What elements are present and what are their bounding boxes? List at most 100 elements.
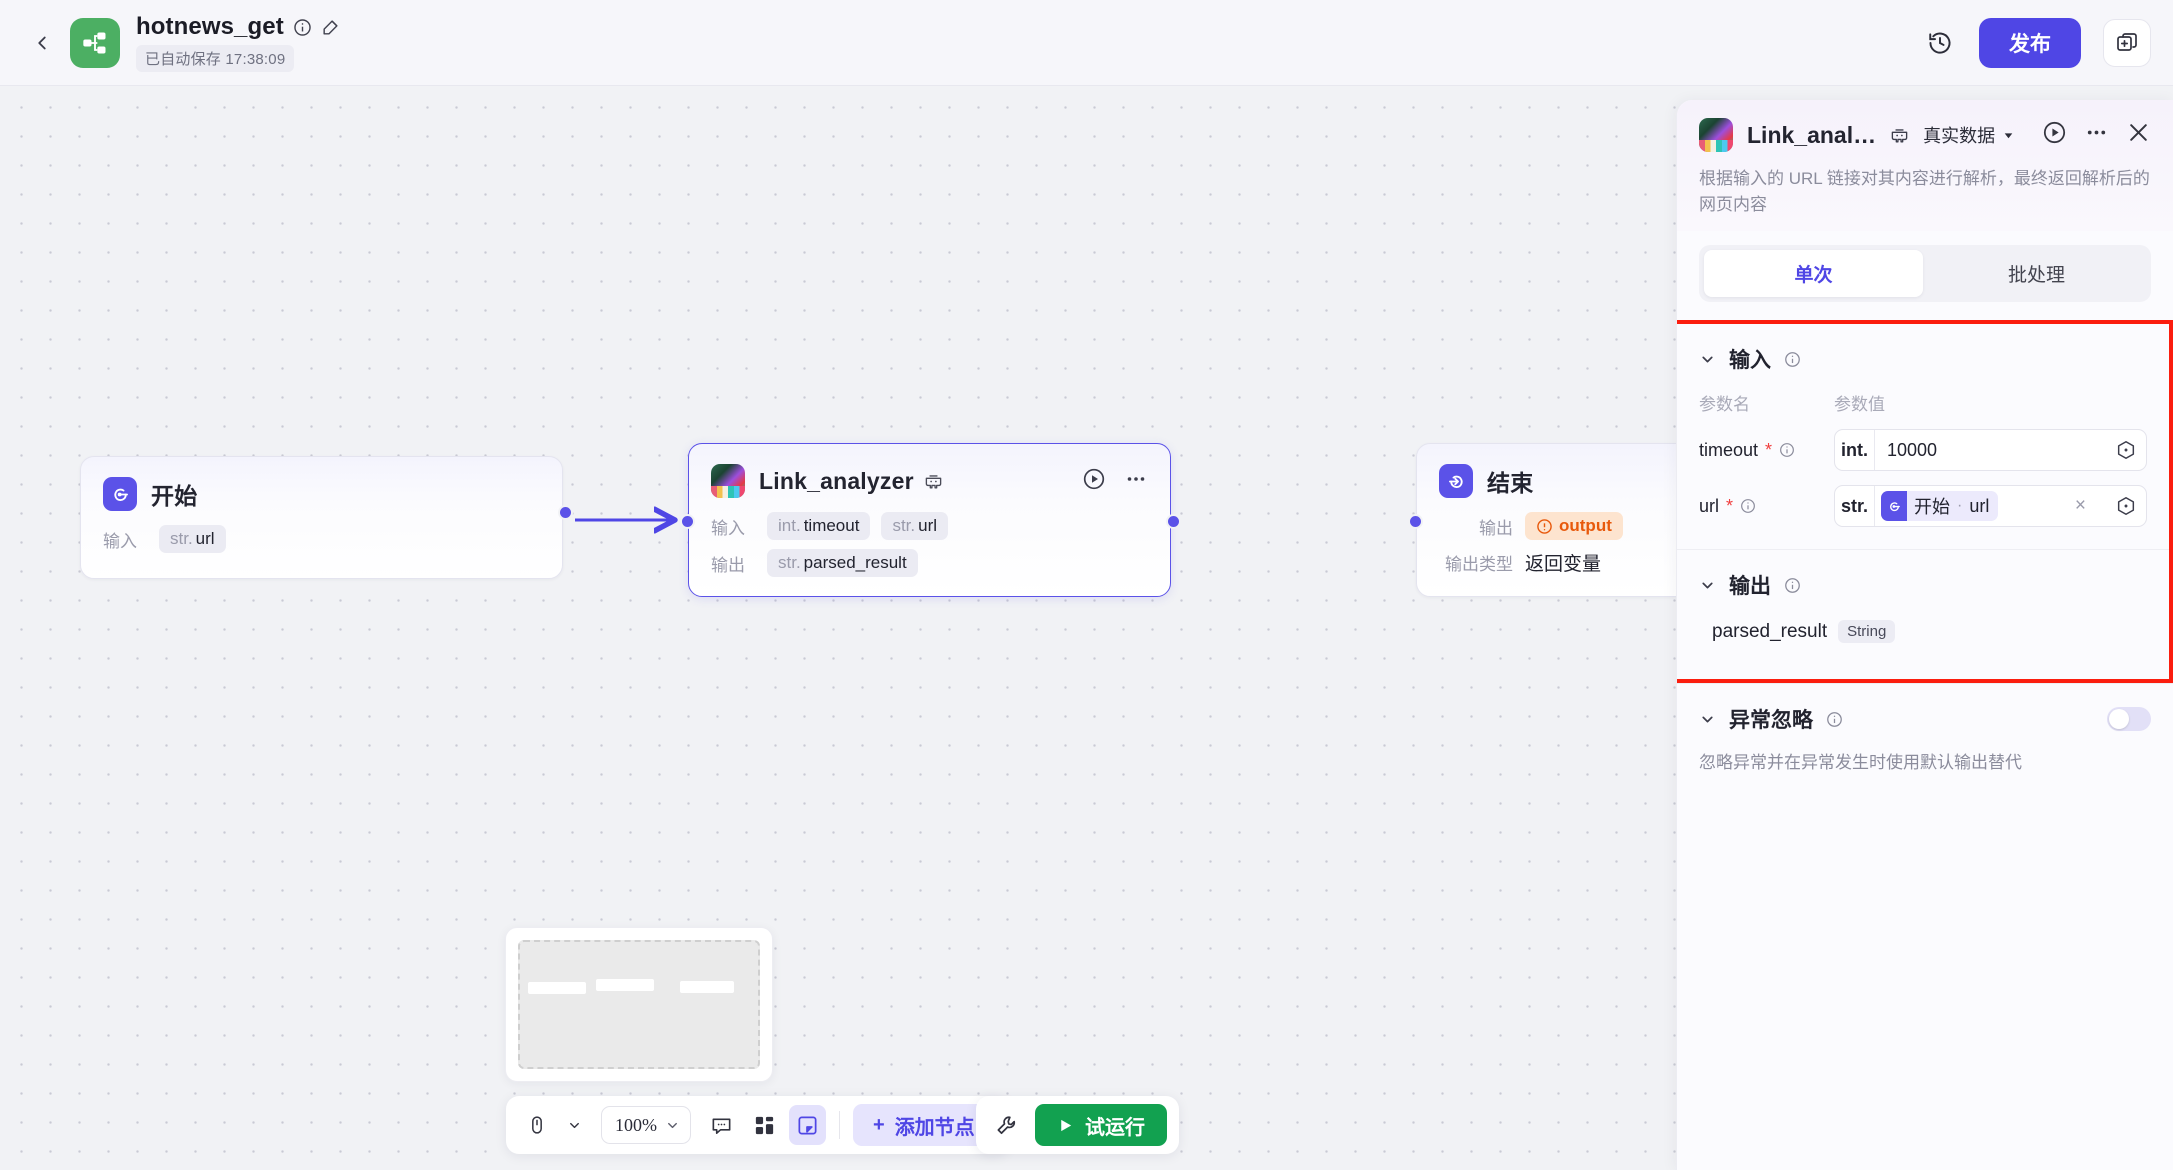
start-node-icon [1881, 491, 1907, 521]
param-field-url[interactable]: str. 开始 · url [1834, 485, 2147, 527]
node-analyzer-actions [1082, 467, 1148, 496]
clear-value-icon[interactable]: × [2074, 495, 2086, 516]
link-analyzer-plugin-icon [711, 464, 745, 498]
output-section: 输出 parsed_result String [1677, 549, 2169, 679]
input-section: 输入 参数名 参数值 timeout* [1677, 324, 2169, 549]
reference-pill-start-url[interactable]: 开始 · url [1881, 491, 1999, 521]
param-name-timeout: timeout* [1699, 440, 1834, 461]
plus-icon: + [873, 1113, 885, 1136]
node-start-chip-url: str.url [159, 525, 226, 553]
param-type-url: str. [1835, 486, 1875, 526]
output-field-name: parsed_result [1712, 620, 1828, 642]
node-end-input-port[interactable] [1408, 514, 1423, 529]
minimap-viewport [518, 940, 760, 1069]
chip-name: url [918, 516, 938, 535]
param-type-timeout: int. [1835, 430, 1875, 470]
wrench-icon[interactable] [988, 1105, 1025, 1145]
canvas-minimap[interactable] [505, 927, 773, 1082]
back-button[interactable] [22, 23, 62, 63]
node-end-output-row: 输出 output [1439, 512, 1793, 540]
test-run-button[interactable]: 试运行 [1035, 1104, 1167, 1146]
node-analyzer-title: Link_analyzer [759, 467, 914, 494]
info-circle-icon[interactable] [1779, 442, 1795, 458]
more-horizontal-icon[interactable] [2084, 120, 2109, 150]
panel-title: Link_anal… [1747, 121, 1877, 148]
exception-section-title: 异常忽略 [1729, 709, 1813, 732]
plugin-badge-icon [924, 472, 943, 491]
node-end-type-row: 输出类型 返回变量 [1439, 549, 1793, 576]
edit-pencil-icon[interactable] [321, 18, 340, 37]
node-link-analyzer[interactable]: Link_analyzer 输入 int.timeou [680, 443, 1181, 597]
add-frame-icon[interactable] [789, 1105, 826, 1145]
node-end-header: 结束 [1417, 444, 1815, 498]
chip-type: str. [170, 529, 193, 548]
node-analyzer-output-port[interactable] [1166, 514, 1181, 529]
node-analyzer-body: 输入 int.timeout str.url 输出 str.parsed_res… [689, 498, 1170, 597]
node-end-title: 结束 [1487, 470, 1534, 496]
node-start[interactable]: 开始 输入 str.url [80, 456, 573, 579]
node-start-output-port[interactable] [558, 505, 573, 520]
set-value-hexagon-icon[interactable] [2106, 439, 2146, 461]
add-node-button[interactable]: + 添加节点 [853, 1104, 995, 1146]
node-analyzer-input-port[interactable] [680, 514, 695, 529]
warn-chip-label: output [1559, 516, 1612, 535]
node-analyzer-output-row: 输出 str.parsed_result [711, 549, 1148, 577]
output-field-row: parsed_result String [1699, 620, 2147, 643]
tab-single-run[interactable]: 单次 [1704, 250, 1923, 297]
chevron-down-icon[interactable] [1699, 711, 1716, 728]
history-clock-icon[interactable] [1923, 26, 1957, 60]
node-end-output-label: 输出 [1479, 518, 1513, 538]
link-analyzer-plugin-icon [1699, 118, 1733, 152]
ref-node-name: 开始 [1914, 497, 1950, 517]
comment-icon[interactable] [703, 1105, 740, 1145]
param-value-timeout[interactable]: 10000 [1887, 439, 1938, 460]
end-node-icon [1439, 464, 1473, 498]
exception-ignore-toggle[interactable] [2107, 707, 2151, 731]
chevron-down-icon [570, 1122, 579, 1128]
output-section-title: 输出 [1729, 575, 1771, 598]
input-section-title: 输入 [1729, 349, 1771, 372]
duplicate-panel-icon[interactable] [2103, 18, 2151, 67]
canvas-toolbar: 100% + 添加节点 [506, 1096, 1009, 1154]
node-analyzer-chip-timeout: int.timeout [767, 512, 871, 540]
toolbar-divider [839, 1111, 840, 1139]
close-x-icon[interactable] [2126, 120, 2151, 150]
cursor-dropdown-caret[interactable] [560, 1105, 589, 1145]
autosave-status: 已自动保存 17:38:09 [136, 45, 295, 72]
workflow-logo-icon [70, 17, 120, 68]
tab-batch[interactable]: 批处理 [2007, 265, 2065, 286]
output-section-header[interactable]: 输出 [1699, 570, 2147, 600]
param-field-timeout[interactable]: int. 10000 [1834, 429, 2147, 471]
info-circle-icon[interactable] [1784, 351, 1801, 368]
info-circle-icon[interactable] [1740, 498, 1756, 514]
node-analyzer-chip-parsed-result: str.parsed_result [767, 549, 918, 577]
data-mode-label: 真实数据 [1923, 126, 1996, 146]
exception-section-description: 忽略异常并在异常发生时使用默认输出替代 [1699, 753, 2022, 772]
more-horizontal-icon[interactable] [1124, 467, 1148, 496]
panel-tabs-wrap: 单次 批处理 [1677, 231, 2173, 320]
publish-button[interactable]: 发布 [1979, 17, 2081, 68]
chevron-down-icon[interactable] [1699, 577, 1716, 594]
param-value-url[interactable]: 开始 · url × [1875, 491, 2106, 521]
chevron-down-icon [668, 1122, 677, 1128]
node-analyzer-header: Link_analyzer [689, 444, 1170, 498]
play-circle-icon[interactable] [2042, 120, 2067, 150]
exception-section-header[interactable]: 异常忽略 [1699, 704, 2151, 734]
zoom-selector[interactable]: 100% [601, 1106, 691, 1144]
exception-section: 异常忽略 忽略异常并在异常发生时使用默认输出替代 [1677, 683, 2173, 795]
input-section-header[interactable]: 输入 [1699, 344, 2147, 374]
col-param-name: 参数名 [1699, 395, 1750, 414]
chip-type: str. [892, 516, 916, 535]
topbar-actions: 发布 [1923, 17, 2151, 68]
info-circle-icon[interactable] [293, 18, 312, 37]
mouse-cursor-icon[interactable] [520, 1105, 554, 1145]
param-name-url: url* [1699, 496, 1834, 517]
data-mode-selector[interactable]: 真实数据 [1923, 122, 2015, 148]
info-circle-icon[interactable] [1826, 711, 1843, 728]
output-field-type: String [1838, 620, 1896, 643]
set-value-hexagon-icon[interactable] [2106, 495, 2146, 517]
chevron-down-icon[interactable] [1699, 351, 1716, 368]
auto-layout-icon[interactable] [746, 1105, 783, 1145]
info-circle-icon[interactable] [1784, 577, 1801, 594]
play-circle-icon[interactable] [1082, 467, 1106, 496]
